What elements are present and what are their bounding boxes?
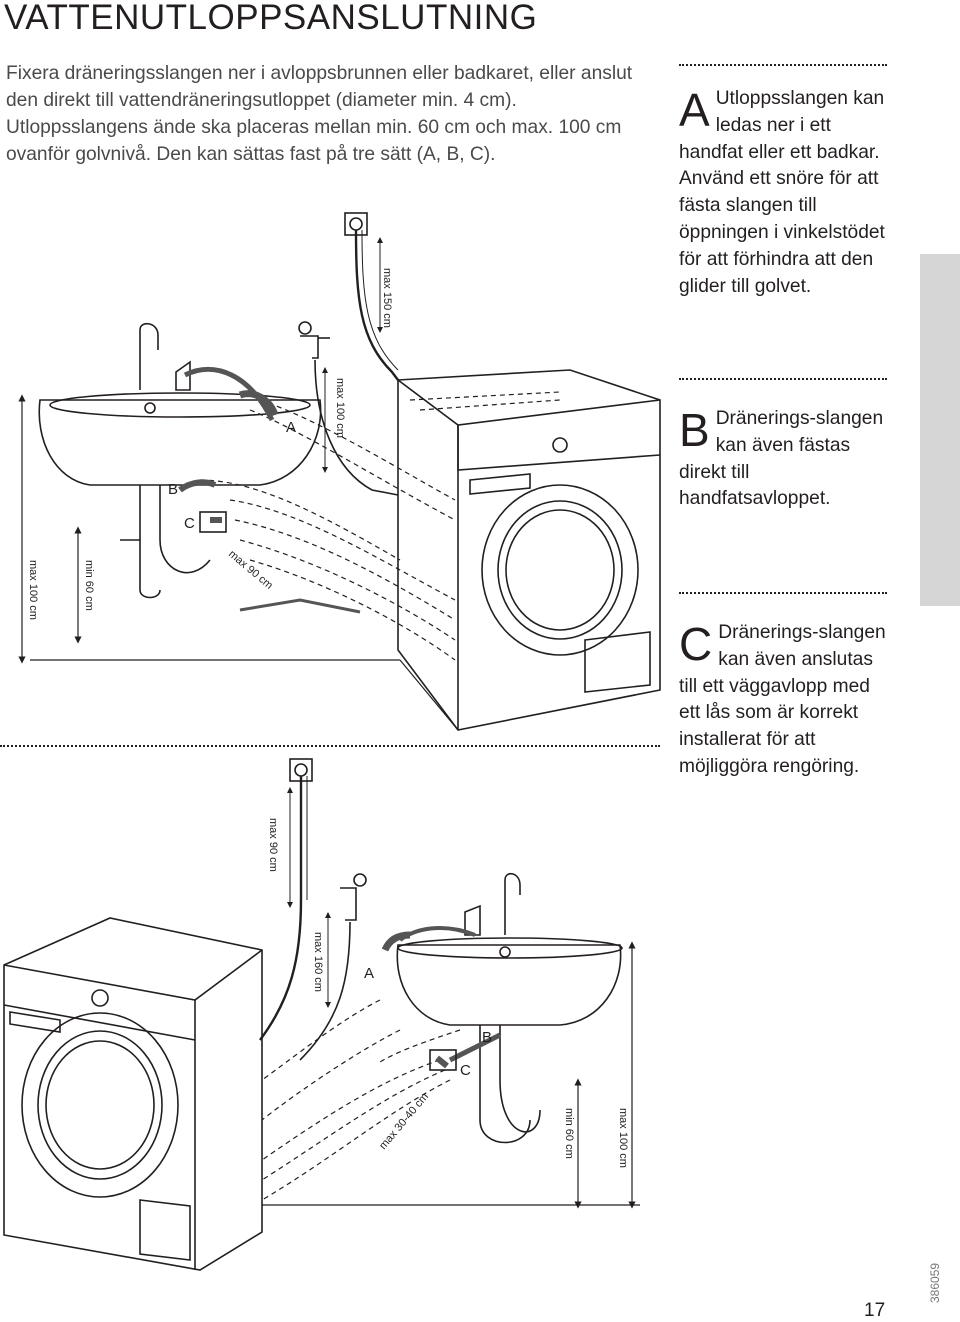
document-id: 386059: [928, 1262, 942, 1303]
top-measure-tap: max 100 cm: [334, 378, 346, 438]
option-c-letter: C: [679, 618, 713, 670]
divider-c: [679, 592, 887, 594]
option-b-text: även fästas direkt till handfatsavloppet…: [679, 434, 851, 510]
option-a-lead: Utloppsslangen kan ledas: [715, 88, 885, 136]
option-b: B Dränerings-slangen kan även fästas dir…: [679, 406, 894, 513]
bottom-label-a: A: [364, 965, 374, 982]
option-b-lead: Dränerings-slangen kan: [715, 408, 884, 456]
top-label-b: B: [168, 481, 178, 498]
intro-paragraph: Fixera dräneringsslangen ner i avloppsbr…: [6, 63, 633, 165]
bottom-wall-drain-icon: [429, 1049, 457, 1071]
page-number: 17: [864, 1300, 886, 1321]
option-c: C Dränerings-slangen kan även anslutas t…: [679, 620, 894, 781]
divider-a: [679, 64, 887, 66]
bottom-label-b: B: [482, 1029, 492, 1046]
faucet-icon: [139, 322, 191, 391]
top-measure-hose: max 150 cm: [381, 268, 393, 328]
option-a-letter: A: [679, 84, 710, 136]
option-c-lead: Dränerings-slangen kan: [718, 622, 886, 670]
top-label-c: C: [184, 515, 195, 532]
option-a: A Utloppsslangen kan ledas ner i ett han…: [679, 86, 894, 300]
bottom-measure-floor-min: min 60 cm: [563, 1108, 575, 1159]
top-measure-floor-max: max 100 cm: [27, 560, 39, 620]
bottom-washing-machine-icon: [3, 917, 263, 1271]
bottom-faucet-icon: [464, 872, 521, 936]
bottom-tap-icon: [340, 873, 367, 921]
section-divider: [0, 745, 660, 747]
washing-machine-icon: [397, 369, 661, 731]
bottom-diagram: [3, 758, 640, 1271]
top-label-a: A: [286, 419, 296, 436]
bottom-sink-icon: [396, 937, 623, 1144]
bottom-label-c: C: [460, 1062, 471, 1079]
bottom-measure-floor-max: max 100 cm: [617, 1108, 629, 1168]
top-diagram: [18, 212, 661, 731]
option-a-text: ner i ett handfat eller ett badkar. Anvä…: [679, 114, 885, 297]
bottom-measure-hose: max 160 cm: [312, 932, 324, 992]
top-measure-wall: max 90 cm: [226, 548, 275, 592]
page-title: VATTENUTLOPPSANSLUTNING: [4, 0, 538, 37]
bottom-measure-wall: max 90 cm: [267, 818, 279, 872]
sink-icon: [38, 392, 322, 599]
divider-b: [679, 378, 887, 380]
option-c-text: även anslutas till ett väggavlopp med et…: [679, 648, 873, 777]
page-tab: [920, 254, 960, 606]
wall-drain-icon: [199, 511, 227, 533]
option-b-letter: B: [679, 404, 710, 456]
top-measure-floor-min: min 60 cm: [83, 560, 95, 611]
tap-icon: [298, 321, 330, 359]
